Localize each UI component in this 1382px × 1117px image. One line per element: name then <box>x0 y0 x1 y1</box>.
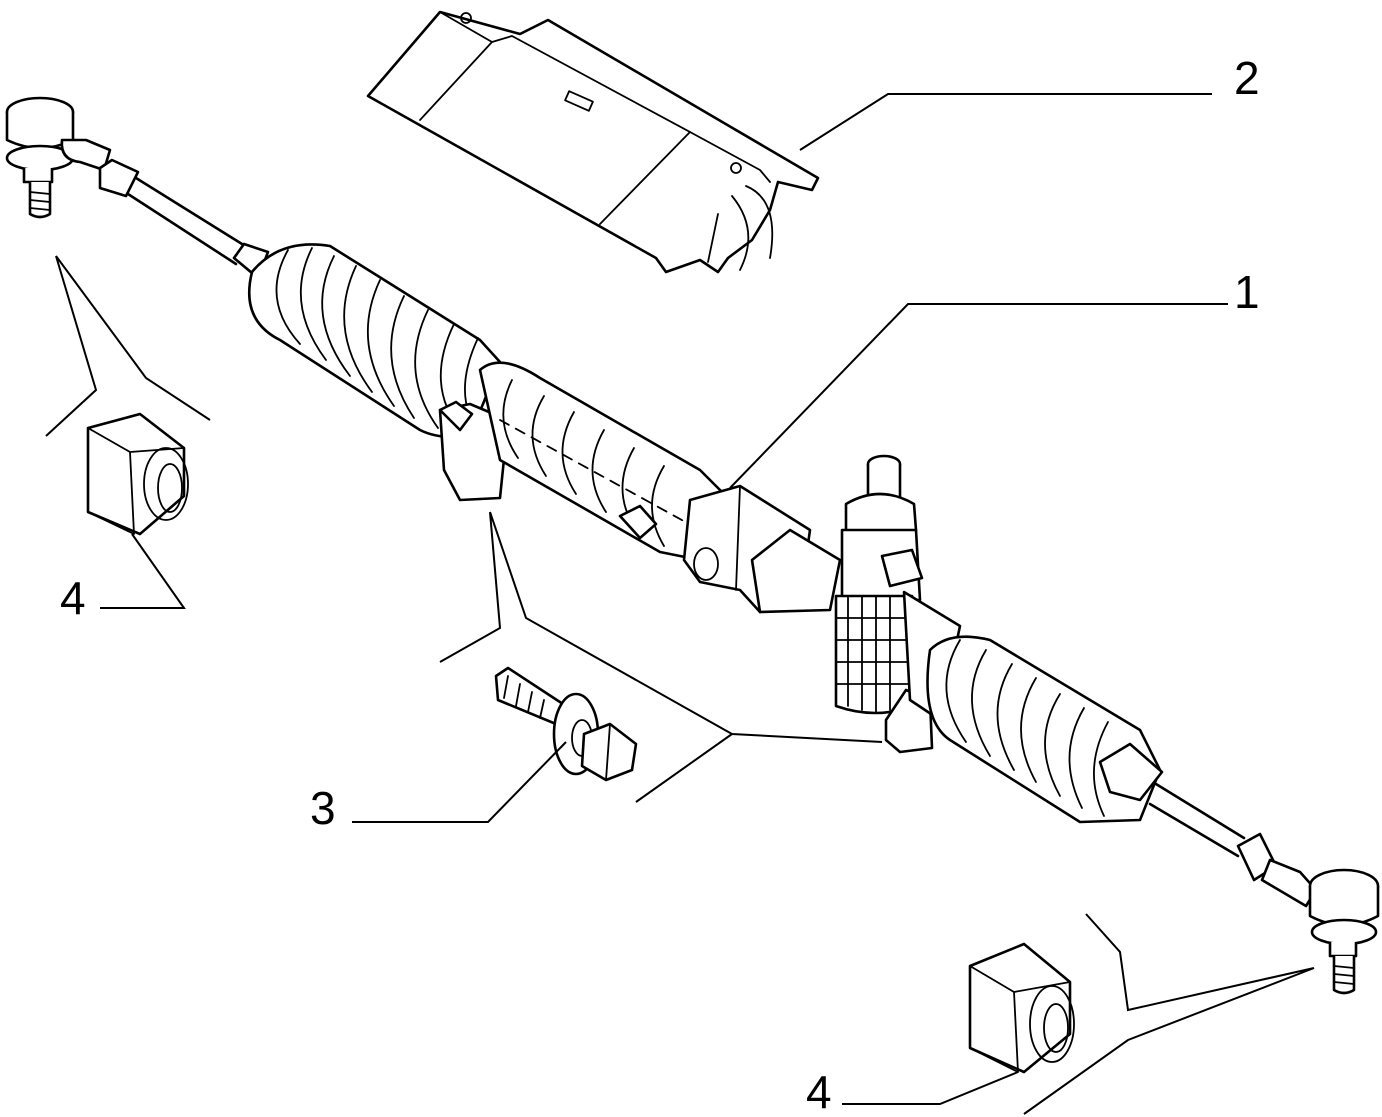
nut-part-left <box>86 412 189 536</box>
callout-number-4-left: 4 <box>60 572 86 624</box>
callout-number-3: 3 <box>310 782 336 834</box>
left-tie-rod-end <box>5 96 112 219</box>
right-tie-rod-end <box>1308 868 1380 995</box>
steering-rack-part <box>5 96 1380 995</box>
callout-number-2: 2 <box>1234 52 1260 104</box>
pinion-tower <box>834 454 924 715</box>
callout-number-4-right: 4 <box>806 1066 832 1117</box>
leader-lines <box>45 93 1315 1115</box>
shield-cover-part <box>366 10 820 274</box>
left-boot <box>247 243 502 439</box>
bolt-part <box>494 666 638 782</box>
nut-part-right <box>968 942 1075 1074</box>
right-boot <box>926 635 1164 824</box>
callout-number-1: 1 <box>1234 266 1260 318</box>
